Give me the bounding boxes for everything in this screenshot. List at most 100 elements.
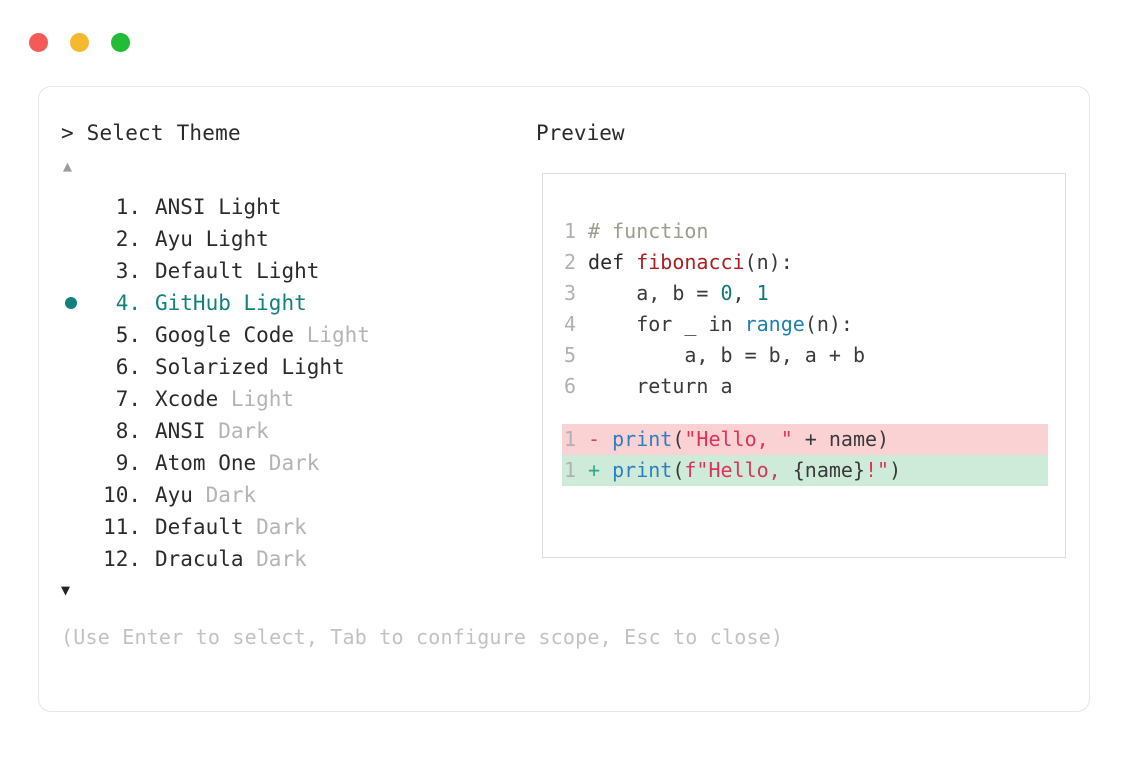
line-number: 1 — [563, 427, 576, 451]
theme-item-number: 3. — [115, 259, 141, 283]
code-token: + name) — [792, 427, 890, 451]
theme-item-label: Default Light — [155, 259, 320, 283]
code-token: ) — [889, 458, 902, 482]
code-gutter-space — [576, 219, 588, 243]
theme-list[interactable]: 1. ANSI Light 2. Ayu Light 3. Default Light 4.… — [61, 191, 521, 575]
code-line: 6 return a — [562, 371, 1048, 402]
code-token: for _ in — [588, 312, 745, 336]
code-gutter-space — [576, 312, 588, 336]
theme-list-item[interactable]: 8. ANSI Dark — [61, 415, 521, 447]
theme-item-label: Ayu Light — [155, 227, 269, 251]
theme-item-variant: Light — [243, 291, 307, 315]
theme-item-label: Dracula Dark — [155, 547, 307, 571]
line-number: 5 — [563, 343, 576, 367]
diff-line-del: 1 - print("Hello, " + name) — [562, 424, 1048, 455]
theme-item-label: Google Code Light — [155, 323, 370, 347]
code-token: print — [612, 427, 673, 451]
theme-list-item[interactable]: 2. Ayu Light — [61, 223, 521, 255]
theme-item-number: 2. — [115, 227, 141, 251]
theme-item-variant: Dark — [205, 483, 257, 507]
theme-picker-card: > Select Theme ▲ 1. ANSI Light 2. Ayu Light… — [38, 86, 1090, 712]
maximize-dot[interactable] — [111, 33, 130, 52]
theme-list-item[interactable]: 5. Google Code Light — [61, 319, 521, 351]
scroll-down-icon[interactable]: ▼ — [61, 581, 71, 599]
line-number: 2 — [563, 250, 576, 274]
code-token: a, b = — [588, 281, 721, 305]
theme-item-variant: Dark — [268, 451, 320, 475]
theme-list-item[interactable]: 12. Dracula Dark — [61, 543, 521, 575]
theme-item-variant: Light — [256, 259, 320, 283]
theme-item-number: 9. — [115, 451, 141, 475]
theme-item-number: 5. — [115, 323, 141, 347]
theme-item-number: 11. — [103, 515, 141, 539]
code-blank-line — [562, 402, 1048, 424]
code-token: def — [588, 250, 637, 274]
code-token: fibonacci — [636, 250, 745, 274]
theme-item-variant: Light — [218, 195, 282, 219]
code-token: (n): — [804, 312, 853, 336]
theme-item-label: ANSI Dark — [155, 419, 269, 443]
theme-item-variant: Light — [205, 227, 269, 251]
theme-item-variant: Dark — [256, 547, 307, 571]
page-title: > Select Theme — [61, 121, 241, 145]
code-line: 4 for _ in range(n): — [562, 309, 1048, 340]
theme-select-pane: > Select Theme ▲ 1. ANSI Light 2. Ayu Light… — [61, 121, 521, 572]
code-gutter-space — [576, 250, 588, 274]
diff-line-add: 1 + print(f"Hello, {name}!") — [562, 455, 1048, 486]
theme-item-variant: Light — [306, 323, 370, 347]
code-token: range — [744, 312, 805, 336]
theme-list-item[interactable]: 9. Atom One Dark — [61, 447, 521, 479]
theme-item-variant: Light — [230, 387, 295, 411]
theme-list-item[interactable]: 7. Xcode Light — [61, 383, 521, 415]
code-token: f"Hello, — [684, 458, 793, 482]
keyboard-hint: (Use Enter to select, Tab to configure s… — [61, 625, 784, 649]
theme-item-label: Xcode Light — [155, 387, 295, 411]
diff-marker-icon: - — [576, 427, 613, 451]
close-dot[interactable] — [29, 33, 48, 52]
theme-list-item[interactable]: 3. Default Light — [61, 255, 521, 287]
minimize-dot[interactable] — [70, 33, 89, 52]
theme-item-number: 7. — [115, 387, 141, 411]
code-gutter-space — [576, 343, 588, 367]
code-token: ( — [672, 458, 685, 482]
theme-list-item[interactable]: 6. Solarized Light — [61, 351, 521, 383]
theme-item-label: Default Dark — [155, 515, 307, 539]
code-line: 1 # function — [562, 216, 1048, 247]
theme-item-number: 12. — [103, 547, 141, 571]
diff-marker-icon: + — [576, 458, 613, 482]
code-line: 2 def fibonacci(n): — [562, 247, 1048, 278]
theme-item-number: 6. — [115, 355, 141, 379]
theme-list-item[interactable]: 11. Default Dark — [61, 511, 521, 543]
theme-item-variant: Dark — [218, 419, 269, 443]
code-token: # function — [588, 219, 709, 243]
code-token: ( — [672, 427, 685, 451]
theme-item-label: Solarized Light — [155, 355, 345, 379]
theme-item-number: 10. — [103, 483, 141, 507]
code-gutter-space — [576, 374, 588, 398]
theme-list-item[interactable]: 4.GitHub Light — [61, 287, 521, 319]
theme-list-item[interactable]: 1. ANSI Light — [61, 191, 521, 223]
theme-item-label: Ayu Dark — [155, 483, 257, 507]
code-line: 3 a, b = 0, 1 — [562, 278, 1048, 309]
scroll-up-icon[interactable]: ▲ — [63, 157, 73, 175]
theme-item-number: 8. — [115, 419, 141, 443]
theme-item-label: Atom One Dark — [155, 451, 320, 475]
theme-list-item[interactable]: 10. Ayu Dark — [61, 479, 521, 511]
theme-item-number: 4. — [115, 291, 141, 315]
theme-item-number: 1. — [115, 195, 141, 219]
theme-item-variant: Light — [281, 355, 345, 379]
code-token: (n): — [744, 250, 793, 274]
code-token: 0 — [720, 281, 733, 305]
line-number: 1 — [563, 219, 576, 243]
line-number: 4 — [563, 312, 576, 336]
line-number: 6 — [563, 374, 576, 398]
theme-item-variant: Dark — [256, 515, 307, 539]
theme-item-label: ANSI Light — [155, 195, 282, 219]
code-token: , — [732, 281, 757, 305]
code-gutter-space — [576, 281, 588, 305]
code-token: return a — [588, 374, 733, 398]
code-token: !" — [865, 458, 890, 482]
